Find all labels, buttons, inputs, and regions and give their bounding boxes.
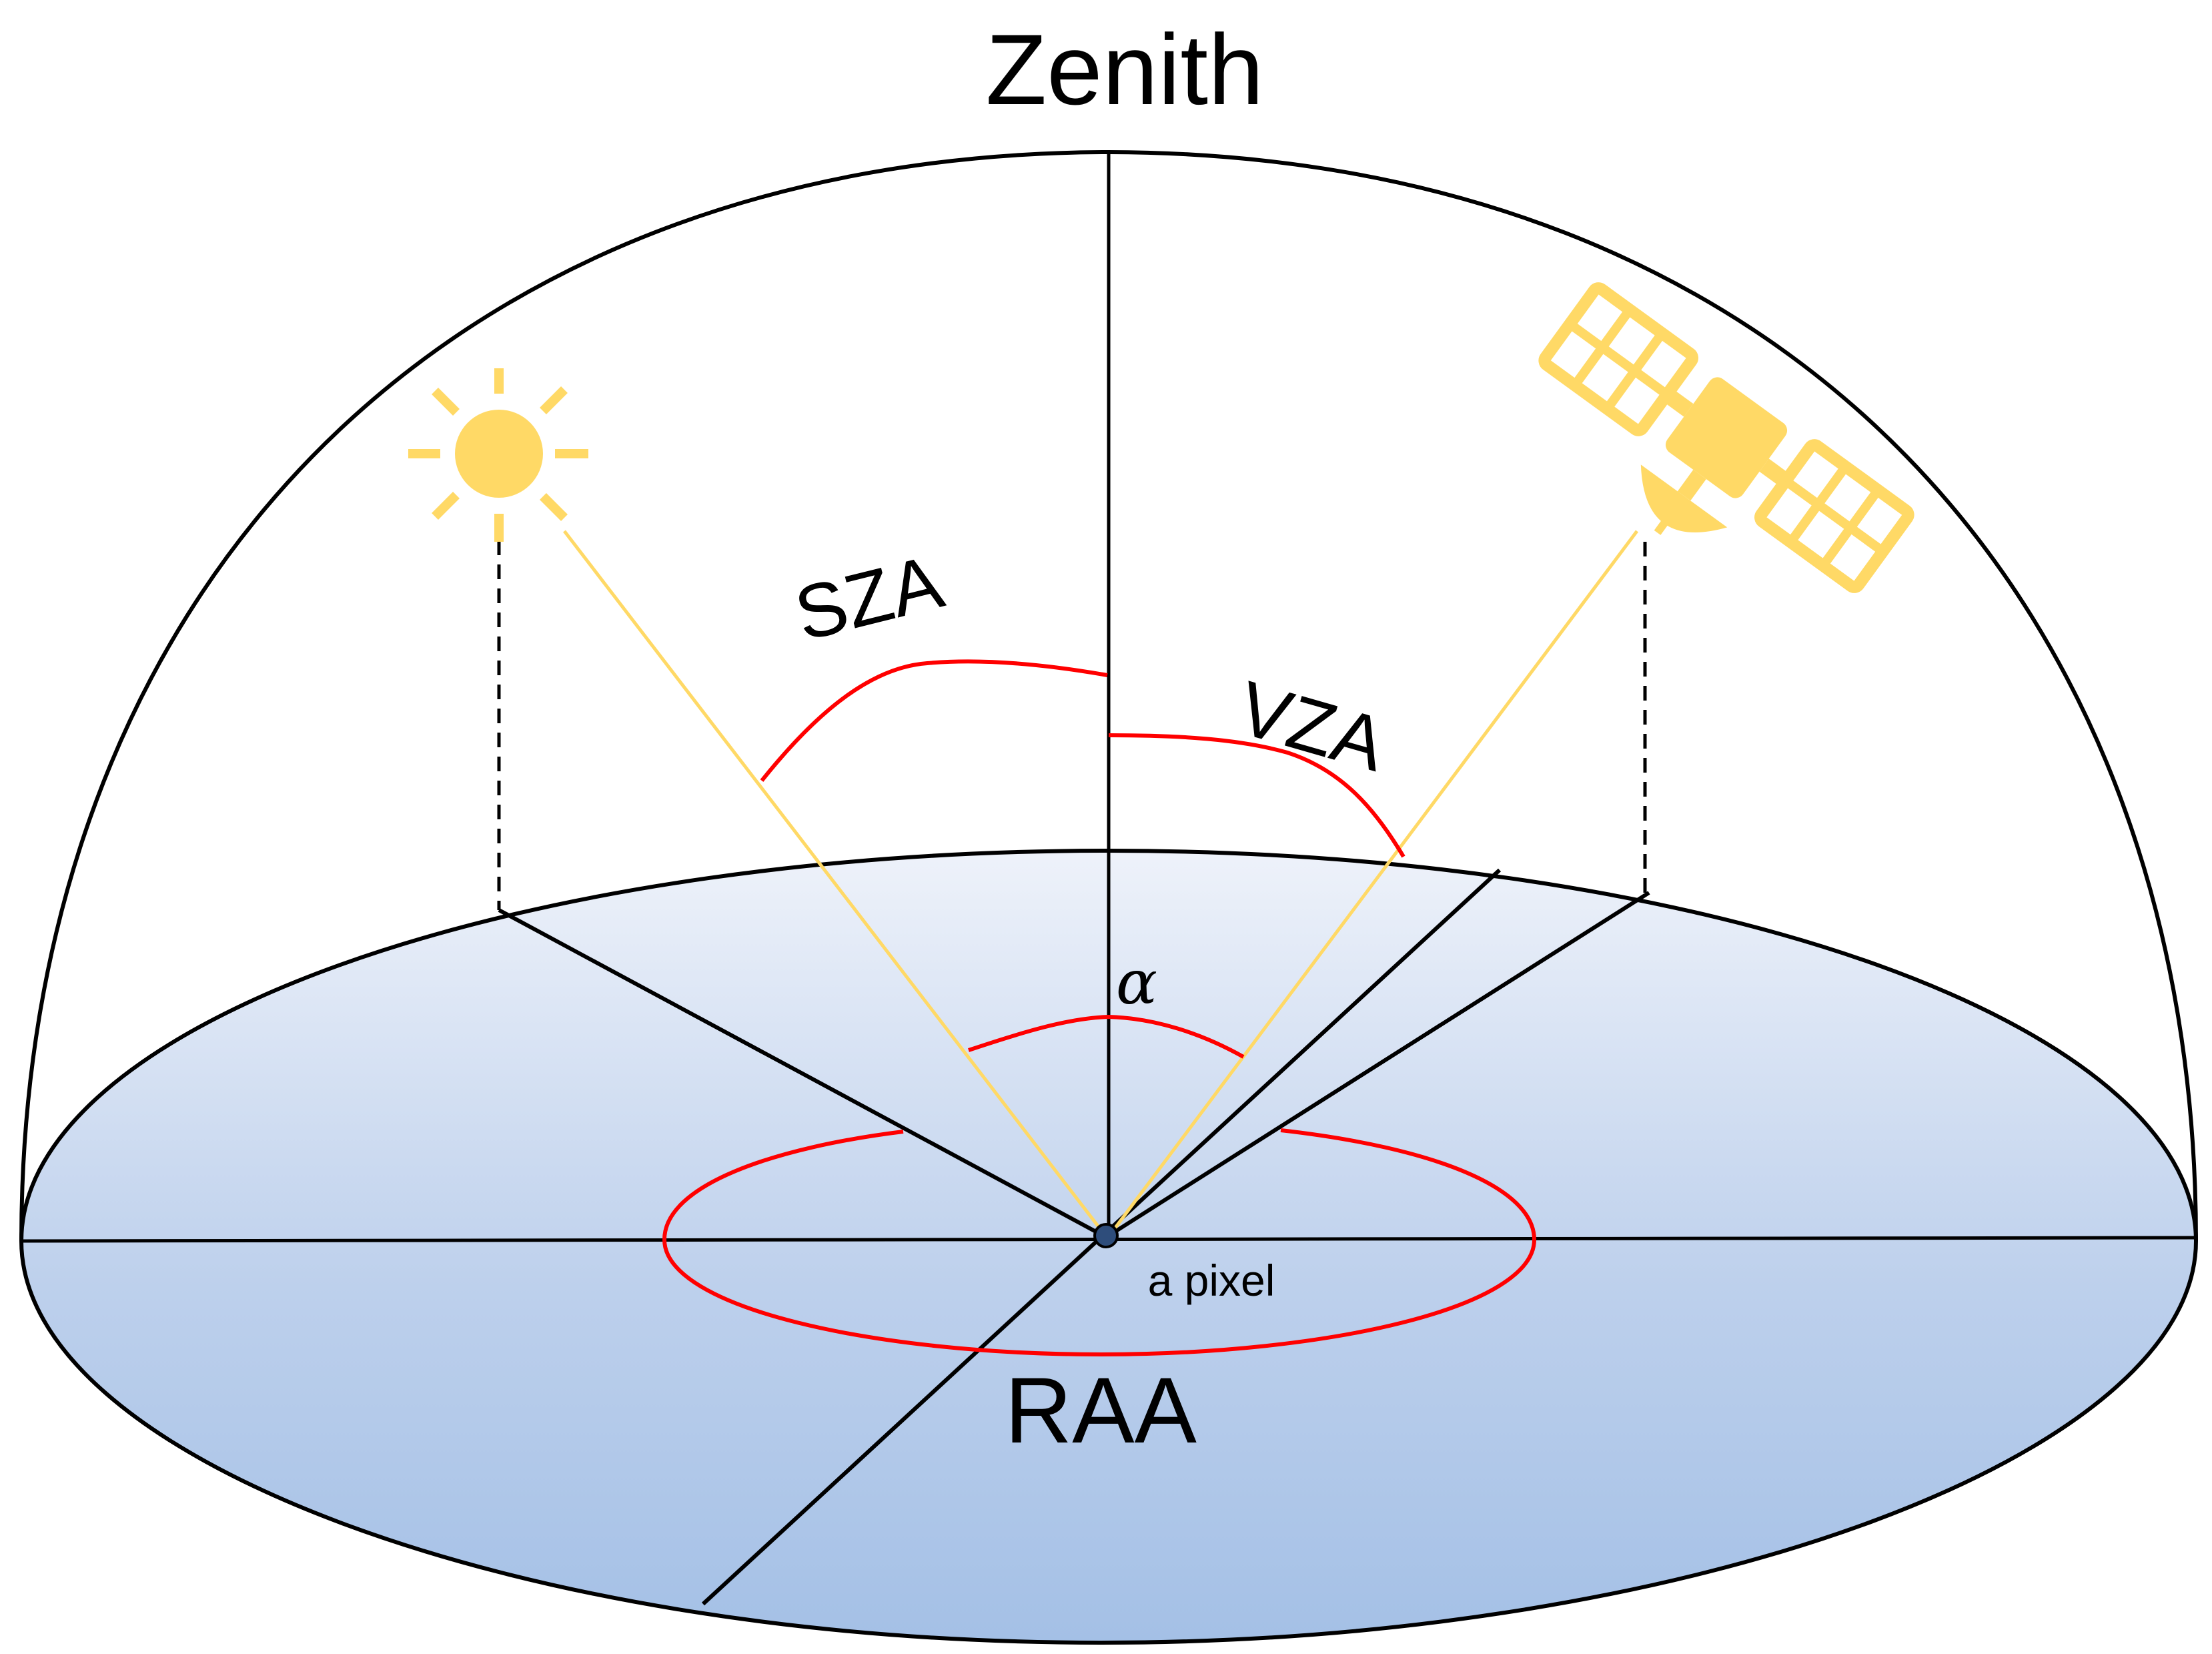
vza-arc xyxy=(1108,733,1406,858)
raa-label: RAA xyxy=(1005,1358,1197,1463)
sza-label: SZA xyxy=(787,539,951,657)
zenith-label: Zenith xyxy=(986,13,1264,125)
sun-ray xyxy=(563,530,1105,1234)
pixel-label: a pixel xyxy=(1148,1256,1275,1305)
satellite-azimuth-line xyxy=(1107,891,1650,1238)
alpha-arc xyxy=(968,1014,1245,1059)
vza-label: VZA xyxy=(1229,665,1395,787)
pixel-point xyxy=(1093,1223,1119,1248)
raa-ellipse xyxy=(662,1128,1537,1357)
satellite-ray xyxy=(1109,530,1639,1234)
sza-arc xyxy=(760,659,1108,782)
alpha-label: α xyxy=(1116,947,1157,1018)
sun-azimuth-line xyxy=(498,908,1105,1238)
satellite-icon xyxy=(1538,282,1914,593)
sun-icon xyxy=(408,368,588,542)
ground-bowl-outline xyxy=(19,1240,2198,1645)
